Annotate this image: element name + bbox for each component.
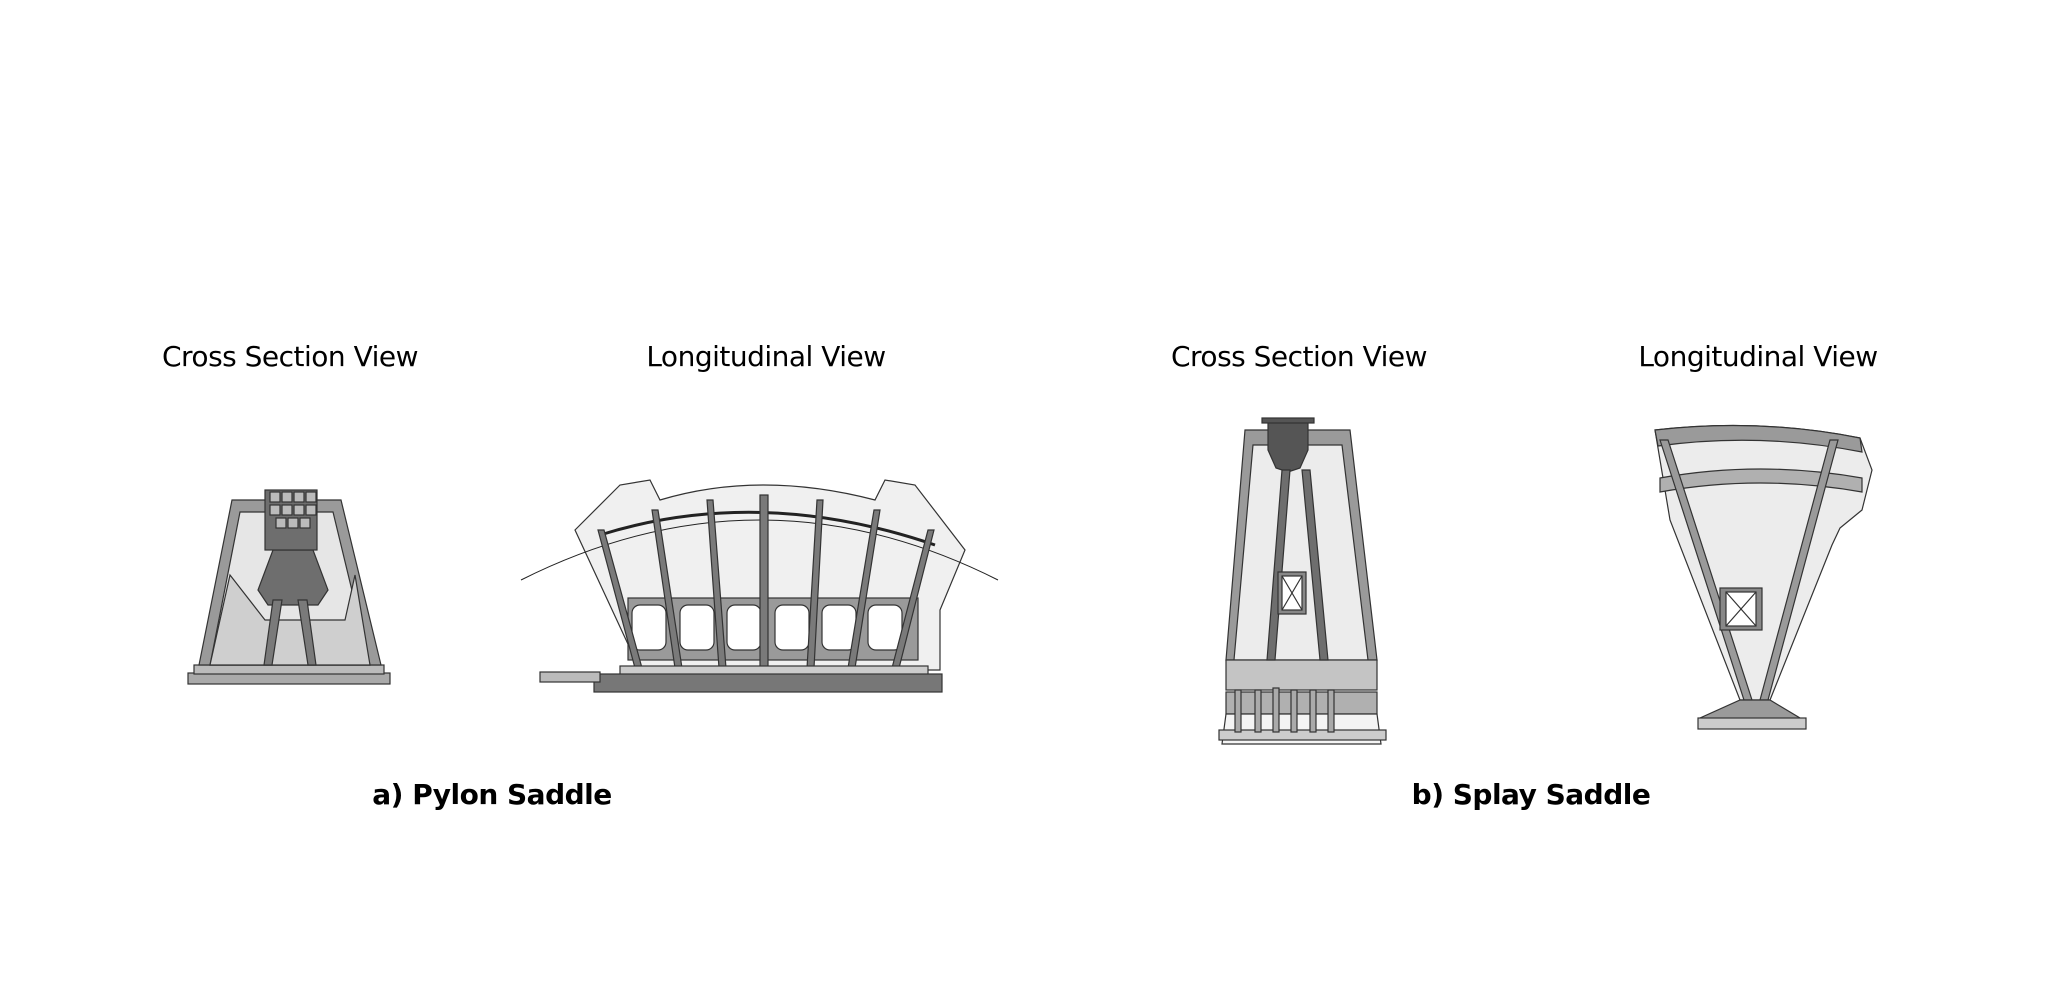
splay-saddle-caption: b) Splay Saddle — [1411, 778, 1651, 811]
splay-cross-section-label: Cross Section View — [1170, 340, 1428, 373]
pylon-cross-section-drawing — [187, 489, 391, 685]
splay-longitudinal-drawing — [1654, 424, 1873, 730]
pylon-saddle-caption: a) Pylon Saddle — [372, 778, 612, 811]
pylon-longitudinal-label: Longitudinal View — [646, 340, 886, 373]
pylon-cross-section-label: Cross Section View — [161, 340, 419, 373]
splay-longitudinal-label: Longitudinal View — [1638, 340, 1878, 373]
splay-cross-section-drawing — [1218, 417, 1387, 745]
pylon-longitudinal-drawing — [520, 479, 999, 693]
